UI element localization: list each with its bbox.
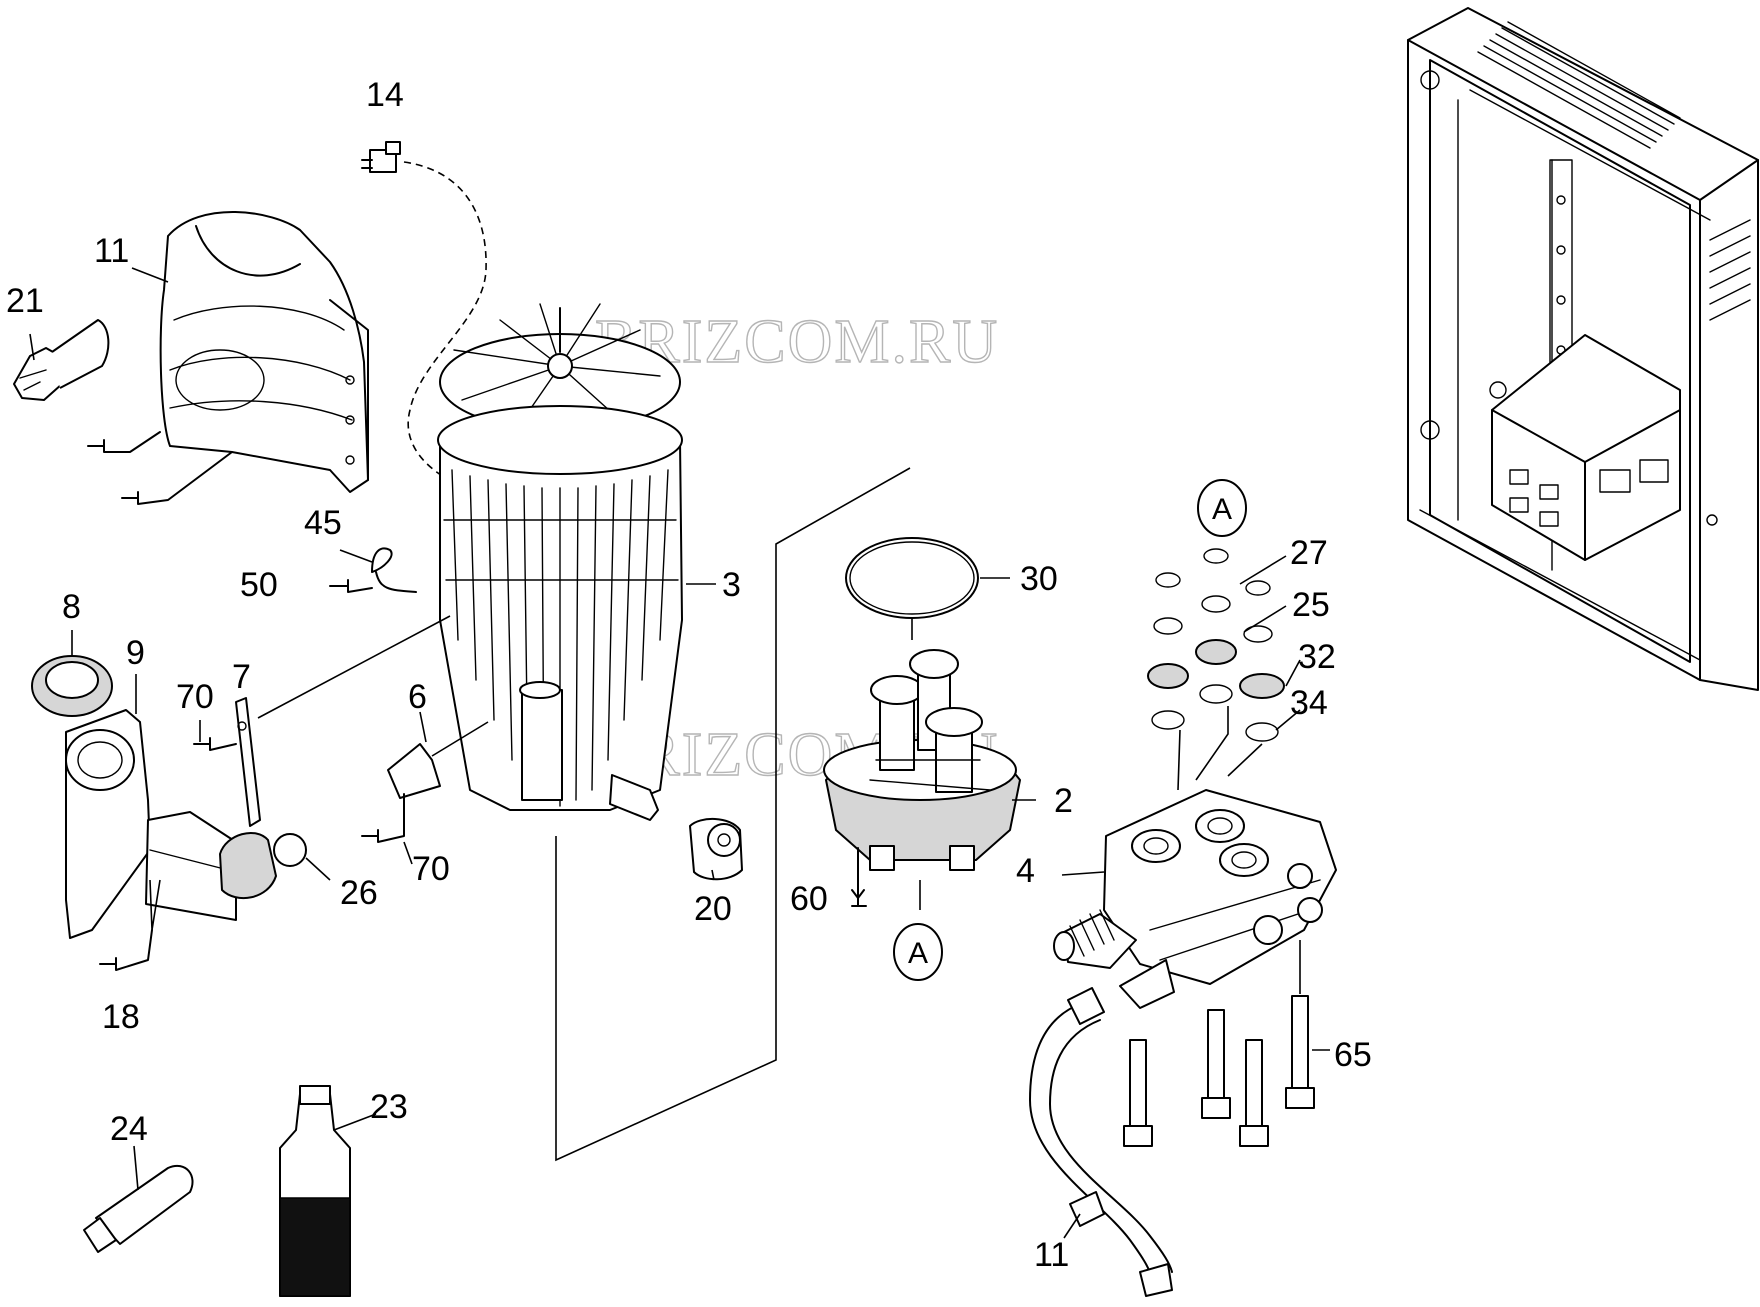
label-2: 2 [1054, 782, 1073, 820]
part-21-nozzle [13, 319, 110, 401]
part-23-oil-bottle [279, 1085, 377, 1297]
label-4: 4 [1016, 852, 1035, 890]
part-3-motor [437, 303, 911, 1162]
label-26: 26 [340, 874, 378, 912]
part-26-connector [99, 831, 331, 971]
label-7: 7 [232, 658, 251, 696]
leader-lines [29, 267, 716, 881]
part-4-pump-head [1053, 789, 1337, 1009]
label-20: 20 [694, 890, 732, 928]
callout-ref-top: A [1197, 479, 1247, 537]
part-24-tube [83, 1145, 194, 1253]
label-23: 23 [370, 1088, 408, 1126]
seal-stack [1147, 548, 1301, 791]
svg-text:A: A [1212, 493, 1232, 526]
cooling-fins [443, 469, 679, 807]
label-70-right: 70 [412, 850, 450, 888]
part-8-cap [31, 655, 113, 717]
part-14-switch [361, 141, 487, 491]
label-65: 65 [1334, 1036, 1372, 1074]
housing-frame [1407, 7, 1759, 691]
part-9-duct [65, 709, 237, 939]
label-3: 3 [722, 566, 741, 604]
label-70-left: 70 [176, 678, 214, 716]
label-50: 50 [240, 566, 278, 604]
vent-slots-side [1709, 219, 1751, 321]
label-30: 30 [1020, 560, 1058, 598]
part-65-bolts [1123, 940, 1330, 1147]
label-25: 25 [1292, 586, 1330, 624]
label-8: 8 [62, 588, 81, 626]
label-24: 24 [110, 1110, 148, 1148]
part-45-tube [339, 547, 417, 593]
part-2-piston-plate [823, 649, 1036, 910]
unloader-spring [1053, 909, 1137, 969]
vent-slots-top [1477, 21, 1681, 149]
label-32: 32 [1298, 638, 1336, 676]
part-30-oring [845, 537, 1010, 640]
label-21: 21 [6, 282, 44, 320]
label-45: 45 [304, 504, 342, 542]
part-11-fan-cover [87, 211, 369, 505]
svg-text:A: A [908, 937, 928, 970]
part-60-screw [851, 847, 867, 907]
fan-wheel [439, 303, 681, 431]
part-7-bracket [235, 615, 451, 827]
electrical-box [1491, 334, 1681, 561]
part-20-bushing [689, 818, 743, 881]
part-11-hose [1029, 987, 1173, 1297]
label-11-cover: 11 [94, 232, 129, 270]
label-9: 9 [126, 634, 145, 672]
label-11-hose: 11 [1034, 1236, 1069, 1274]
label-18: 18 [102, 998, 140, 1036]
label-6: 6 [408, 678, 427, 716]
part-number-labels: 14 11 21 45 50 3 8 9 70 7 6 70 26 18 20 … [6, 76, 1372, 1274]
label-60: 60 [790, 880, 828, 918]
label-14: 14 [366, 76, 404, 114]
part-50-screw [329, 579, 373, 593]
part-6-clip [361, 711, 489, 865]
callout-ref-bottom: A [893, 923, 943, 981]
part-70-screw-left [193, 737, 237, 751]
label-27: 27 [1290, 534, 1328, 572]
label-34: 34 [1290, 684, 1328, 722]
